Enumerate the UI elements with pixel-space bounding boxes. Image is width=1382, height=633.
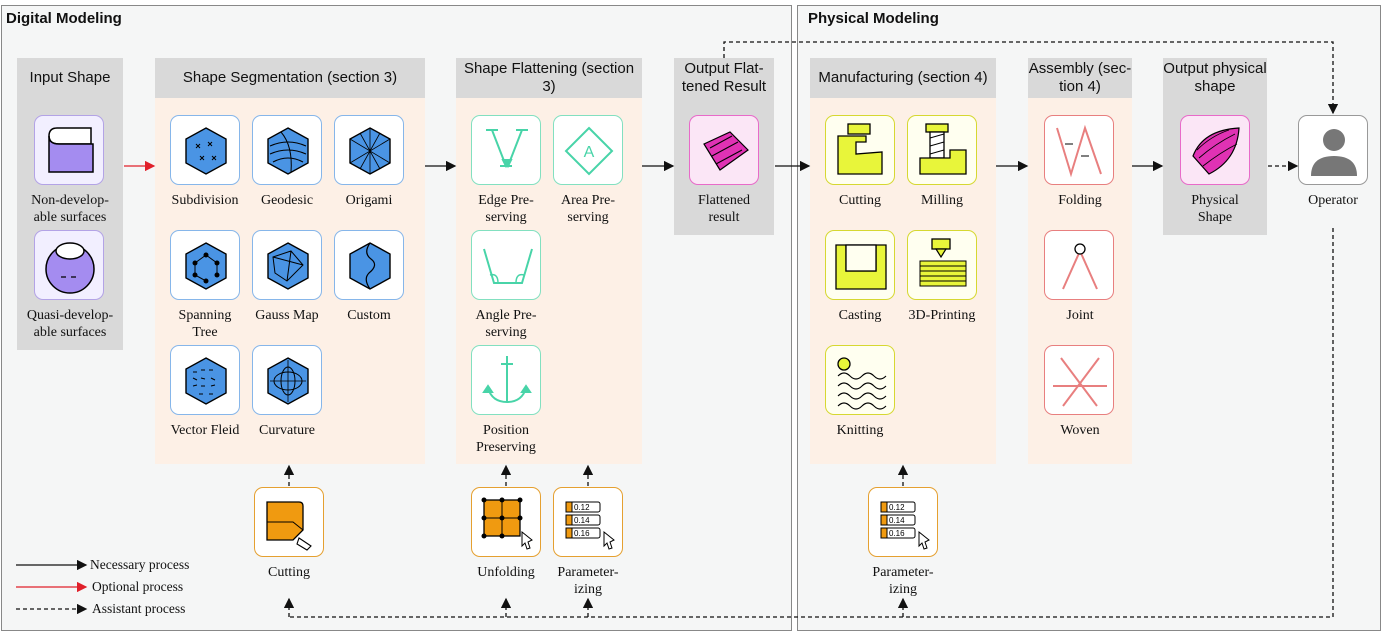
joint-label: Joint xyxy=(1066,308,1094,323)
parameterizing-tool-1-icon: 0.12 0.14 0.16 xyxy=(553,487,623,557)
digital-modeling-title: Digital Modeling xyxy=(6,10,122,27)
cutting-machine-icon xyxy=(825,115,895,185)
input-shape-column: Input Shape xyxy=(17,58,123,350)
geodesic-label: Geodesic xyxy=(260,193,314,208)
legend-assistant: Assistant process xyxy=(92,601,186,616)
cutting-tool-icon xyxy=(254,487,324,557)
unfolding-tool-label: Unfolding xyxy=(477,565,535,580)
segmentation-header: Shape Segmentation (section 3) xyxy=(155,58,425,98)
param2-value-1: 0.14 xyxy=(889,516,905,525)
gauss-map-icon xyxy=(252,230,322,300)
custom-icon xyxy=(334,230,404,300)
knitting-icon xyxy=(825,345,895,415)
quasi-developable-label: Quasi-develop- able surfaces xyxy=(26,308,114,340)
cutting-tool-label: Cutting xyxy=(267,565,310,580)
arrow-operator-bottom xyxy=(289,228,1334,618)
output-flattened-header: Output Flat- tened Result xyxy=(674,58,774,98)
position-preserving-label: Position Preserving xyxy=(476,423,536,455)
curvature-label: Curvature xyxy=(259,423,315,438)
vector-field-icon xyxy=(170,345,240,415)
operator-icon xyxy=(1298,115,1368,185)
3d-printing-icon xyxy=(907,230,977,300)
assembly-header: Assembly (sec- tion 4) xyxy=(1028,58,1132,98)
casting-label: Casting xyxy=(838,308,882,323)
output-physical-header: Output physical shape xyxy=(1163,58,1267,98)
edge-preserving-label: Edge Pre- serving xyxy=(478,193,534,225)
input-shape-header: Input Shape xyxy=(17,58,123,98)
param2-value-2: 0.16 xyxy=(889,529,905,538)
gauss-map-label: Gauss Map xyxy=(255,308,319,323)
param1-value-1: 0.14 xyxy=(574,516,590,525)
legend-optional: Optional process xyxy=(92,579,184,594)
arrow-flat-to-operator xyxy=(723,41,1339,115)
non-developable-icon xyxy=(34,115,104,185)
cutting-machine-label: Cutting xyxy=(838,193,881,208)
milling-label: Milling xyxy=(920,193,963,208)
joint-icon xyxy=(1044,230,1114,300)
parameterizing-tool-2-label: Parameter- izing xyxy=(872,565,934,597)
flattening-header: Shape Flattening (section 3) xyxy=(456,58,642,98)
woven-icon xyxy=(1044,345,1114,415)
geodesic-icon xyxy=(252,115,322,185)
flattened-result-label: Flattened result xyxy=(697,193,751,225)
area-preserving-icon: A xyxy=(553,115,623,185)
position-preserving-icon xyxy=(471,345,541,415)
physical-modeling-title: Physical Modeling xyxy=(808,10,939,27)
subdivision-label: Subdivision xyxy=(171,193,239,208)
parameterizing-tool-1-label: Parameter- izing xyxy=(557,565,619,597)
unfolding-tool-icon xyxy=(471,487,541,557)
angle-preserving-label: Angle Pre- serving xyxy=(475,308,537,340)
custom-label: Custom xyxy=(347,308,391,323)
woven-label: Woven xyxy=(1060,423,1100,438)
origami-icon xyxy=(334,115,404,185)
milling-icon xyxy=(907,115,977,185)
param1-value-0: 0.12 xyxy=(574,503,590,512)
operator-label: Operator xyxy=(1308,193,1358,208)
svg-text:A: A xyxy=(584,144,595,161)
folding-icon xyxy=(1044,115,1114,185)
angle-preserving-icon xyxy=(471,230,541,300)
spanning-tree-label: Spanning Tree xyxy=(178,308,232,340)
vector-field-label: Vector Fleid xyxy=(170,423,240,438)
casting-icon xyxy=(825,230,895,300)
folding-label: Folding xyxy=(1058,193,1102,208)
edge-preserving-icon xyxy=(471,115,541,185)
subdivision-icon xyxy=(170,115,240,185)
curvature-icon xyxy=(252,345,322,415)
flattened-result-icon xyxy=(689,115,759,185)
origami-label: Origami xyxy=(345,193,393,208)
non-developable-label: Non-develop- able surfaces xyxy=(31,193,109,225)
spanning-tree-icon xyxy=(170,230,240,300)
area-preserving-label: Area Pre- serving xyxy=(560,193,616,225)
physical-shape-icon xyxy=(1180,115,1250,185)
physical-shape-label: Physical Shape xyxy=(1191,193,1239,225)
legend-necessary: Necessary process xyxy=(90,557,190,572)
parameterizing-tool-2-icon: 0.12 0.14 0.16 xyxy=(868,487,938,557)
3d-printing-label: 3D-Printing xyxy=(908,308,976,323)
knitting-label: Knitting xyxy=(836,423,884,438)
manufacturing-header: Manufacturing (section 4) xyxy=(810,58,996,98)
quasi-developable-icon xyxy=(34,230,104,300)
param2-value-0: 0.12 xyxy=(889,503,905,512)
param1-value-2: 0.16 xyxy=(574,529,590,538)
